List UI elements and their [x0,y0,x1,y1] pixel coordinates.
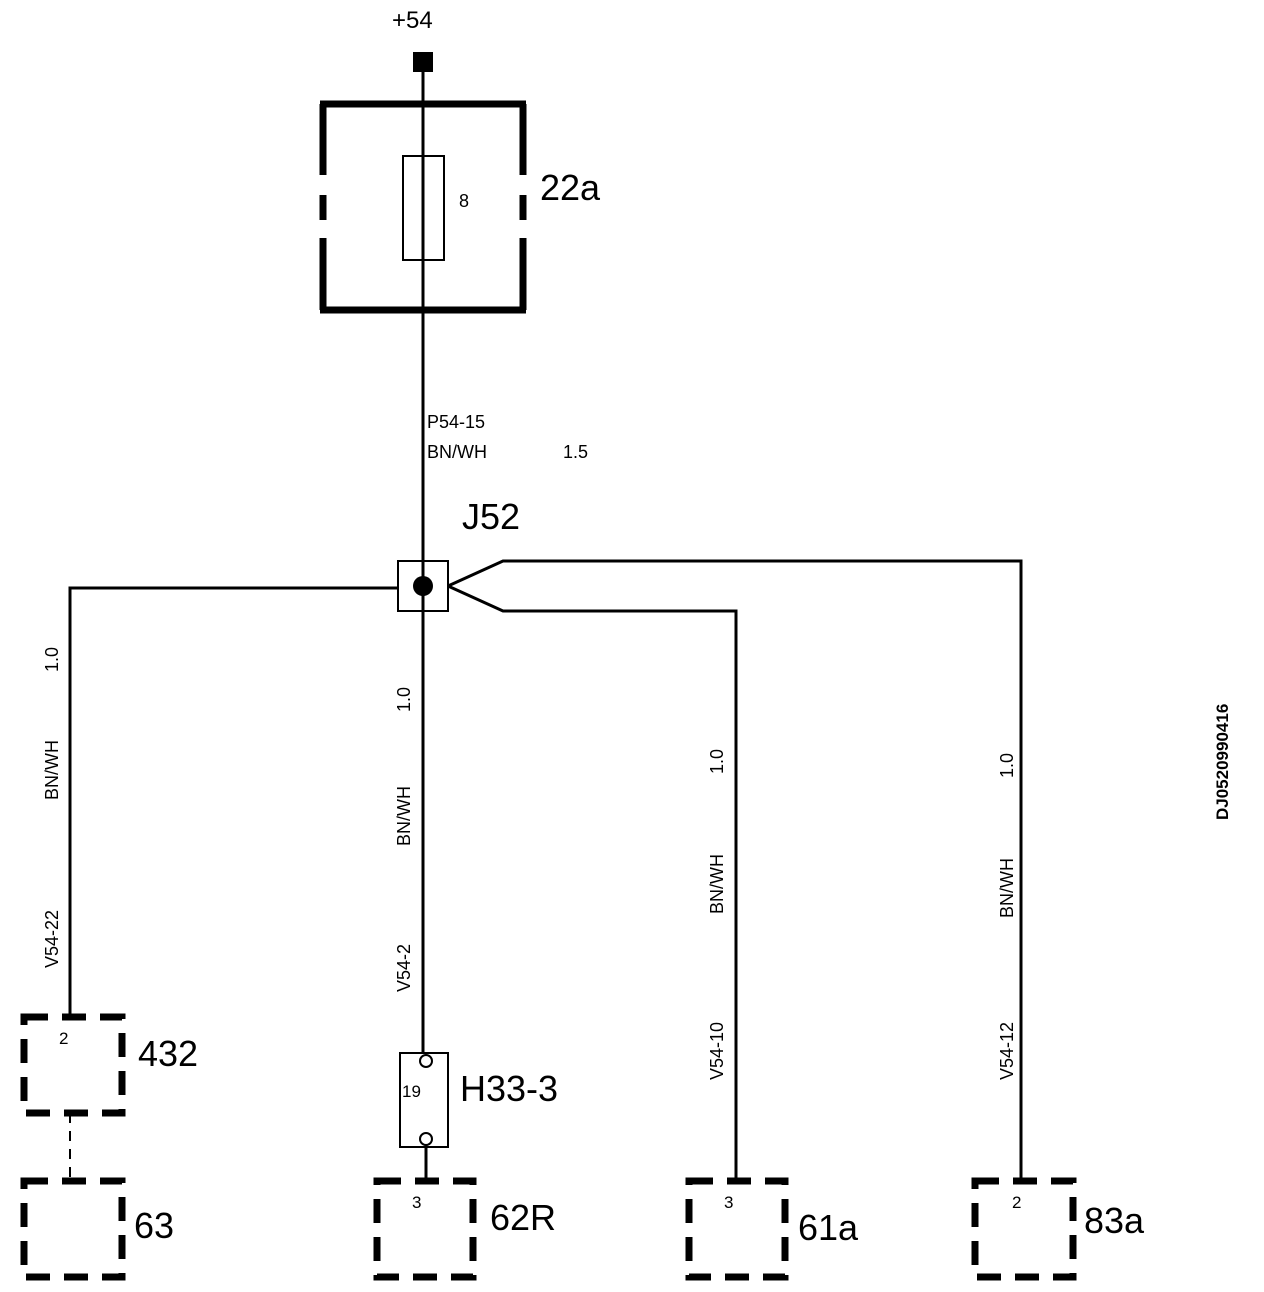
component-62r-label: 62R [490,1197,556,1238]
connector-h33-label: H33-3 [460,1068,558,1109]
connector-h33-pin-bottom [419,1132,433,1146]
main-wire-color: BN/WH [427,442,487,462]
branch-right1-size: 1.0 [707,749,727,774]
branch-mid-color: BN/WH [394,786,414,846]
component-62r-pin: 3 [412,1193,421,1212]
supply-label: +54 [392,7,433,34]
branch-left-size: 1.0 [42,647,62,672]
branch-right2-size: 1.0 [997,753,1017,778]
component-432 [20,1013,126,1117]
fuse-box-22a [319,100,527,314]
fuse-number: 8 [459,191,469,211]
component-63-label: 63 [134,1205,174,1246]
component-63 [20,1177,126,1281]
branch-mid-size: 1.0 [394,687,414,712]
component-61a-pin: 3 [724,1193,733,1212]
main-wire-size: 1.5 [563,442,588,462]
branch-left-color: BN/WH [42,740,62,800]
branch-right1-id: V54-10 [707,1022,727,1080]
component-83a-label: 83a [1084,1200,1145,1241]
branch-right2-color: BN/WH [997,858,1017,918]
branch-right2-id: V54-12 [997,1022,1017,1080]
fuse-box-label: 22a [540,167,601,208]
drawing-id: DJ0520990416 [1213,704,1232,820]
splice-label: J52 [462,496,520,537]
branch-left-wire [68,586,398,1017]
component-83a [971,1177,1077,1281]
component-432-pin: 2 [59,1029,68,1048]
component-432-label: 432 [138,1033,198,1074]
component-62r [373,1177,477,1281]
connector-h33-pin-top [419,1054,433,1068]
component-61a [685,1177,789,1281]
connector-h33-body [399,1052,449,1148]
connector-h33-pin: 19 [402,1082,421,1101]
branch-right1-wire [447,584,738,1180]
branch-right2-wire [447,559,1023,1180]
branch-mid-id: V54-2 [394,944,414,992]
splice-node [413,576,433,596]
component-83a-pin: 2 [1012,1193,1021,1212]
branch-right1-color: BN/WH [707,854,727,914]
component-61a-label: 61a [798,1207,859,1248]
supply-terminal [413,52,433,72]
branch-left-id: V54-22 [42,910,62,968]
main-wire-id: P54-15 [427,412,485,432]
